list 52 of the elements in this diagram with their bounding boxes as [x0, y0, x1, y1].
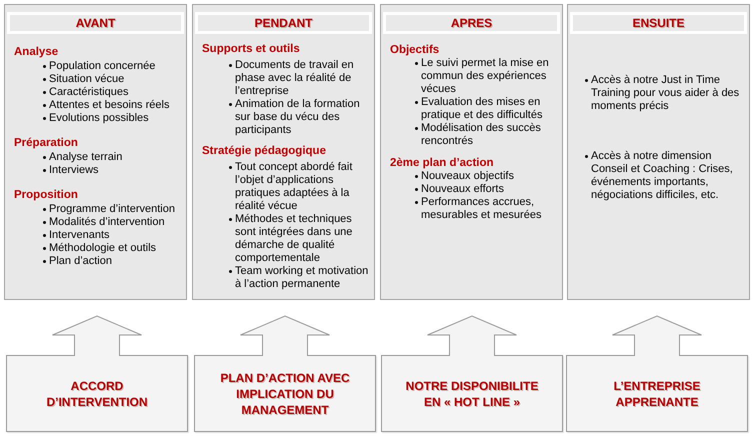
block-arrow — [427, 316, 517, 356]
bullet-text: Plan d’action — [49, 255, 112, 268]
panel-title: AVANT — [76, 16, 116, 30]
section-heading: Proposition — [14, 188, 78, 202]
section-heading: 2ème plan d’action — [390, 156, 494, 170]
bullet-text: Nouveaux efforts — [421, 183, 504, 196]
bullet-text: Accès à notre dimension Conseil et Coaching : Crises, événements importants, négociations difficiles, etc. — [591, 150, 734, 202]
bullet-text: Evolutions possibles — [49, 112, 149, 125]
stage-box — [381, 355, 563, 432]
bullet-text: Modélisation des succès rencontrés — [421, 122, 542, 148]
block-arrow — [52, 316, 142, 356]
stage-label: NOTRE DISPONIBILITE EN « HOT LINE » — [404, 378, 540, 410]
bullet-text: Interviews — [49, 164, 99, 177]
bullet-text: Documents de travail en phase avec la réalité de l’entreprise — [235, 59, 355, 98]
bullet-text: Tout concept abordé fait l’objet d’applications pratiques adaptées à la réalité vécue — [235, 161, 354, 213]
bullet-text: Population concernée — [49, 60, 156, 73]
bullet-text: Caractéristiques — [49, 86, 128, 99]
bullet-text: Animation de la formation sur base du vécu des participants — [235, 98, 361, 137]
bullet-text: Analyse terrain — [49, 151, 122, 164]
panel-title: PENDANT — [254, 16, 312, 30]
bullet-text: Le suivi permet la mise en commun des expériences vécues — [421, 57, 550, 96]
stage-label: ACCORD D’INTERVENTION — [45, 378, 149, 410]
block-arrow — [240, 316, 330, 356]
stage-box — [566, 355, 748, 432]
phase-panel — [567, 4, 750, 300]
section-heading: Stratégie pédagogique — [202, 144, 326, 158]
bullet-text: Team working et motivation à l’action permanente — [235, 265, 370, 291]
bullet-text: Méthodologie et outils — [49, 242, 156, 255]
bullet-text: Programme d’intervention — [49, 203, 175, 216]
bullet-text: Evaluation des mises en pratique et des difficultés — [421, 96, 544, 122]
stage-label: PLAN D’ACTION AVEC IMPLICATION DU MANAGEMENT — [219, 370, 351, 418]
stage-box — [6, 355, 188, 432]
section-heading: Objectifs — [390, 43, 440, 57]
panel-title: ENSUITE — [632, 16, 684, 30]
bullet-text: Attentes et besoins réels — [49, 99, 170, 112]
bullet-text: Intervenants — [49, 229, 110, 242]
bullet-text: Modalités d’intervention — [49, 216, 165, 229]
phase-panel — [380, 4, 563, 300]
stage-box — [194, 355, 376, 432]
panel-title: APRES — [450, 16, 492, 30]
stage-label: L’ENTREPRISE APPRENANTE — [612, 378, 702, 410]
bullet-text: Méthodes et techniques sont intégrées dans une démarche de qualité comportementale — [235, 213, 354, 265]
block-arrow — [612, 316, 702, 356]
section-heading: Supports et outils — [202, 42, 300, 56]
bullet-text: Accès à notre Just in Time Training pour vous aider à des moments précis — [591, 74, 740, 113]
section-heading: Préparation — [14, 136, 78, 150]
bullet-text: Performances accrues, mesurables et mesurées — [421, 196, 542, 222]
bullet-text: Situation vécue — [49, 73, 124, 86]
phase-panel — [4, 4, 187, 300]
section-heading: Analyse — [14, 45, 58, 59]
phase-panel — [192, 4, 375, 300]
bullet-text: Nouveaux objectifs — [421, 170, 514, 183]
